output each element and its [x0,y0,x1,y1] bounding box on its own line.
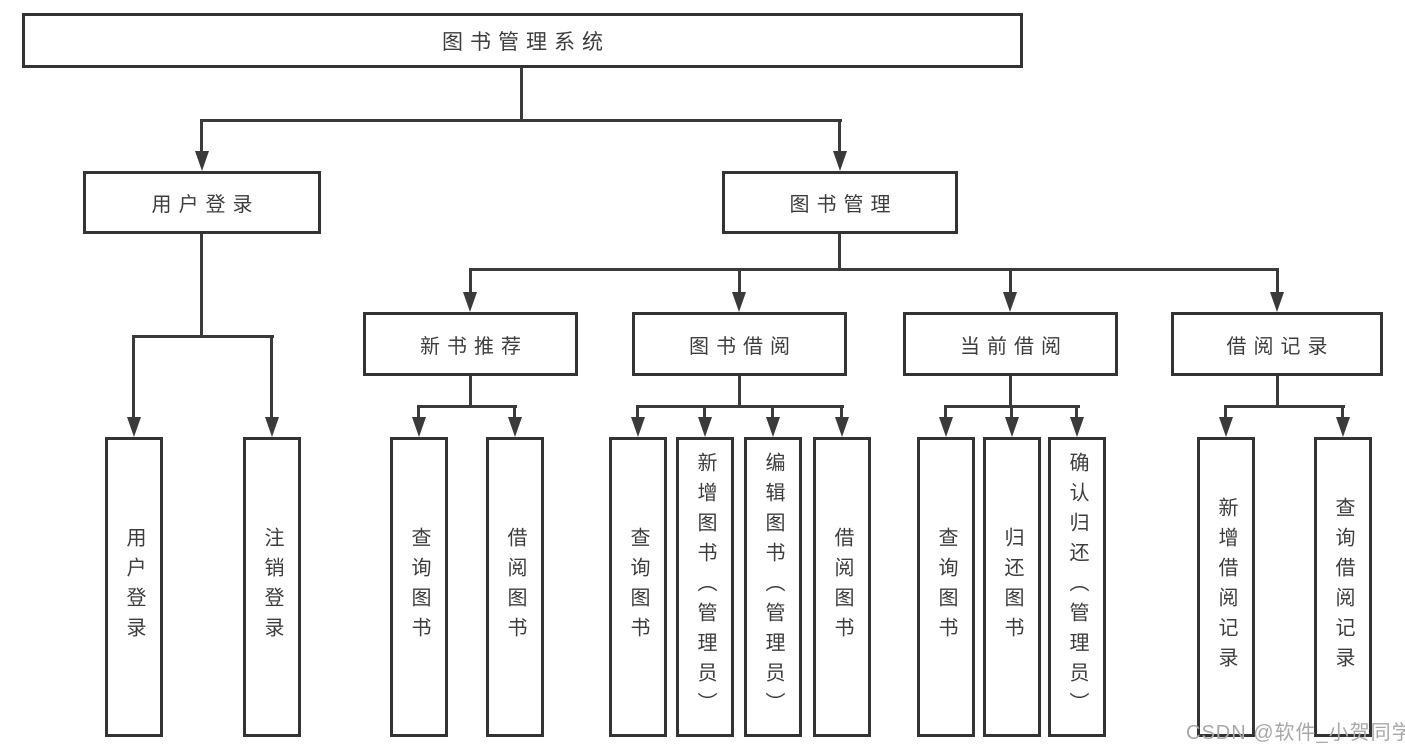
arrowhead-to-borrow-records [1270,292,1284,312]
node-book-management: 图书管理 [722,171,958,234]
leaf-logout-login-label: 注销登录 [261,527,283,647]
leaf-borrow-books-1: 借阅图书 [486,437,544,737]
node-book-management-label: 图书管理 [789,194,898,216]
connector-drop-add-books [703,405,706,421]
leaf-borrow-books-2: 借阅图书 [813,437,871,737]
leaf-user-login-label: 用户登录 [123,527,145,647]
leaf-borrow-books-2-label: 借阅图书 [831,527,853,647]
connector-borrow-records-stem [1276,376,1279,406]
connector-book-borrow-bar [636,405,844,408]
connector-root-bar [200,119,842,122]
connector-drop-leaf-user-login [132,335,135,421]
arrowhead-to-return-books [1005,417,1019,437]
arrowhead-to-new-book [463,292,477,312]
arrowhead-to-edit-books [766,417,780,437]
leaf-query-borrow-record: 查询借阅记录 [1314,437,1372,737]
node-current-borrow-label: 当前借阅 [960,335,1068,358]
node-book-borrow: 图书借阅 [632,312,847,376]
leaf-edit-books-admin: 编辑图书（管理员） [744,437,802,737]
leaf-query-borrow-record-label: 查询借阅记录 [1332,497,1354,677]
leaf-confirm-return-admin-label: 确认归还（管理员） [1066,452,1088,722]
leaf-query-books-3-label: 查询图书 [935,527,957,647]
connector-drop-borrow-books-1 [513,405,516,421]
leaf-confirm-return-admin: 确认归还（管理员） [1048,437,1106,737]
node-root: 图书管理系统 [22,13,1023,68]
connector-drop-return-books [1010,405,1013,421]
node-borrow-records-label: 借阅记录 [1226,335,1335,358]
connector-drop-book-borrow [738,268,741,296]
arrowhead-to-current-borrow [1003,292,1017,312]
arrowhead-to-query-books-1 [412,417,426,437]
connector-current-borrow-stem [1009,376,1012,406]
arrowhead-to-add-books [698,417,712,437]
arrowhead-to-query-borrow-record [1336,417,1350,437]
leaf-add-books-admin-label: 新增图书（管理员） [694,452,716,722]
leaf-query-books-2: 查询图书 [609,437,667,737]
connector-new-book-bar [417,405,517,408]
connector-drop-add-borrow-record [1224,405,1227,421]
arrowhead-to-borrow-books-2 [835,417,849,437]
arrowhead-to-book-borrow [732,292,746,312]
connector-drop-edit-books [771,405,774,421]
connector-drop-borrow-books-2 [840,405,843,421]
connector-book-management-stem [838,234,841,270]
leaf-add-borrow-record-label: 新增借阅记录 [1215,497,1237,677]
connector-drop-book-management [838,119,841,153]
arrowhead-to-user-login [195,151,209,171]
leaf-user-login: 用户登录 [105,437,163,737]
leaf-add-borrow-record: 新增借阅记录 [1197,437,1255,737]
arrowhead-to-leaf-logout [265,417,279,437]
leaf-add-books-admin: 新增图书（管理员） [676,437,734,737]
connector-drop-leaf-logout [270,335,273,421]
connector-book-management-bar [469,268,1279,271]
arrowhead-to-book-management [833,151,847,171]
node-book-borrow-label: 图书借阅 [689,335,797,358]
connector-drop-query-books-2 [636,405,639,421]
connector-drop-query-books-1 [417,405,420,421]
leaf-borrow-books-1-label: 借阅图书 [504,527,526,647]
leaf-query-books-3: 查询图书 [917,437,975,737]
connector-drop-query-borrow-record [1341,405,1344,421]
node-new-book-recommend: 新书推荐 [363,312,578,376]
leaf-query-books-2-label: 查询图书 [627,527,649,647]
connector-new-book-stem [469,376,472,406]
arrowhead-to-borrow-books-1 [508,417,522,437]
connector-root-stem [520,68,523,122]
arrowhead-to-add-borrow-record [1219,417,1233,437]
arrowhead-to-query-books-2 [631,417,645,437]
leaf-logout-login: 注销登录 [243,437,301,737]
connector-drop-current-borrow [1009,268,1012,296]
connector-book-borrow-stem [738,376,741,406]
node-user-login: 用户登录 [83,171,321,234]
leaf-return-books-label: 归还图书 [1001,527,1023,647]
node-user-login-label: 用户登录 [151,194,260,216]
connector-drop-borrow-records [1276,268,1279,296]
arrowhead-to-confirm-return [1070,417,1084,437]
node-borrow-records: 借阅记录 [1171,312,1383,376]
connector-drop-new-book [469,268,472,296]
connector-user-login-stem [200,234,203,337]
connector-borrow-records-bar [1224,405,1345,408]
node-current-borrow: 当前借阅 [903,312,1118,376]
connector-drop-query-books-3 [944,405,947,421]
leaf-query-books-1: 查询图书 [390,437,448,737]
watermark-text: CSDN @软件_小贺同学 [1186,722,1405,744]
connector-drop-confirm-return [1075,405,1078,421]
leaf-return-books: 归还图书 [983,437,1041,737]
arrowhead-to-leaf-user-login [127,417,141,437]
leaf-query-books-1-label: 查询图书 [408,527,430,647]
leaf-edit-books-admin-label: 编辑图书（管理员） [762,452,784,722]
node-root-label: 图书管理系统 [442,30,610,54]
connector-drop-user-login [200,119,203,153]
node-new-book-recommend-label: 新书推荐 [420,335,528,358]
arrowhead-to-query-books-3 [939,417,953,437]
connector-user-login-bar [133,335,274,338]
